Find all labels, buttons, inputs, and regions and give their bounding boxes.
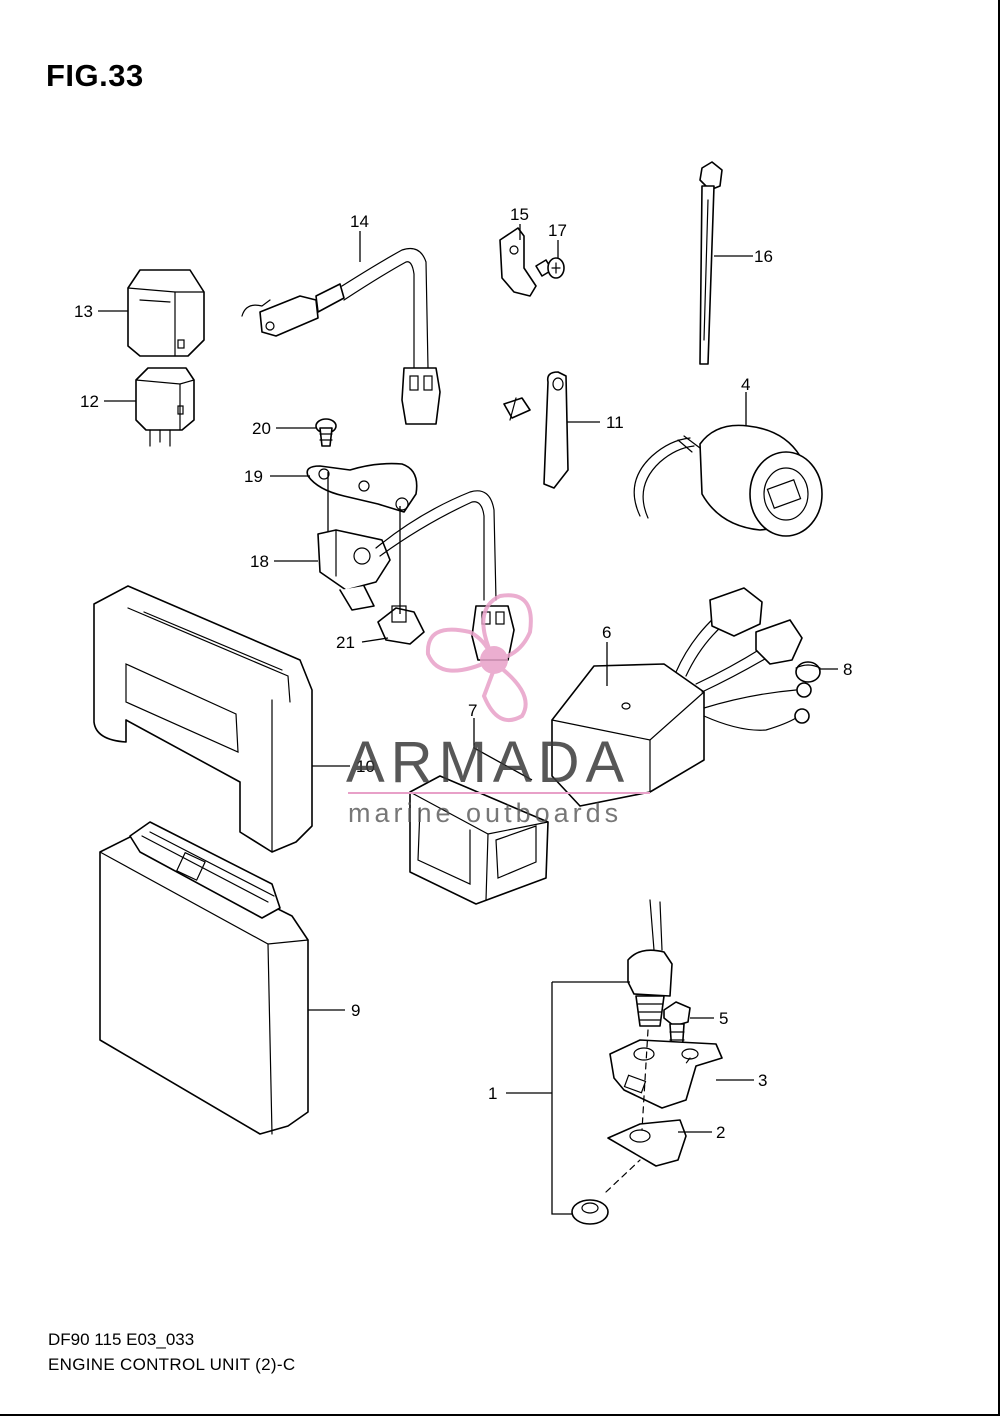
diagram-code: DF90 115 E03_033 [48,1330,195,1349]
part-8-cap [795,661,821,683]
part-16-cable-tie [699,161,723,365]
part-4-connector [633,424,823,537]
part-6-module [551,587,812,807]
callout-14: 14 [350,212,369,231]
callout-5: 5 [719,1009,728,1028]
part-7-cover [409,775,549,905]
callout-11: 11 [606,413,624,432]
watermark-subtitle: marine outboards [348,798,622,828]
callout-12: 12 [80,392,99,411]
callout-13: 13 [74,302,93,321]
callout-4: 4 [741,375,750,394]
part-2-bracket [607,1119,687,1167]
watermark-word: ARMADA [346,730,630,795]
propeller-logo [425,593,533,722]
callout-15: 15 [510,205,529,224]
part-21-clip [377,605,425,645]
callout-21: 21 [336,633,355,652]
callout-labels: 1 2 3 4 5 6 7 8 9 10 11 12 13 14 15 16 1… [74,205,852,1142]
part-10-ecu-bracket [93,585,313,853]
callout-19: 19 [244,467,263,486]
nut [571,1199,609,1225]
part-13-relay-cover [127,269,205,357]
callout-20: 20 [252,419,271,438]
part-15-bracket [499,227,537,297]
callout-1: 1 [488,1084,497,1103]
callout-10: 10 [356,757,375,776]
watermark: ARMADA marine outboards [346,593,650,828]
part-12-relay [135,367,195,447]
callout-3: 3 [758,1071,767,1090]
callout-6: 6 [602,623,611,642]
callout-9: 9 [351,1001,360,1020]
part-9-ecu [99,821,309,1135]
callout-8: 8 [843,660,852,679]
callout-18: 18 [250,552,269,571]
part-14-switch-harness [241,247,441,425]
part-11-clamp [503,371,569,489]
part-19-plate [306,462,418,513]
part-3-bracket [609,1039,723,1109]
diagram-name: ENGINE CONTROL UNIT (2)-C [48,1355,296,1374]
leader-lines [98,224,838,1215]
part-20-screw [315,418,337,447]
callout-16: 16 [754,247,773,266]
part-17-screw [535,257,565,279]
callout-7: 7 [468,701,477,720]
figure-title: FIG.33 [46,58,144,93]
part-1-sensor [627,899,673,1027]
callout-17: 17 [548,221,567,240]
callout-2: 2 [716,1123,725,1142]
